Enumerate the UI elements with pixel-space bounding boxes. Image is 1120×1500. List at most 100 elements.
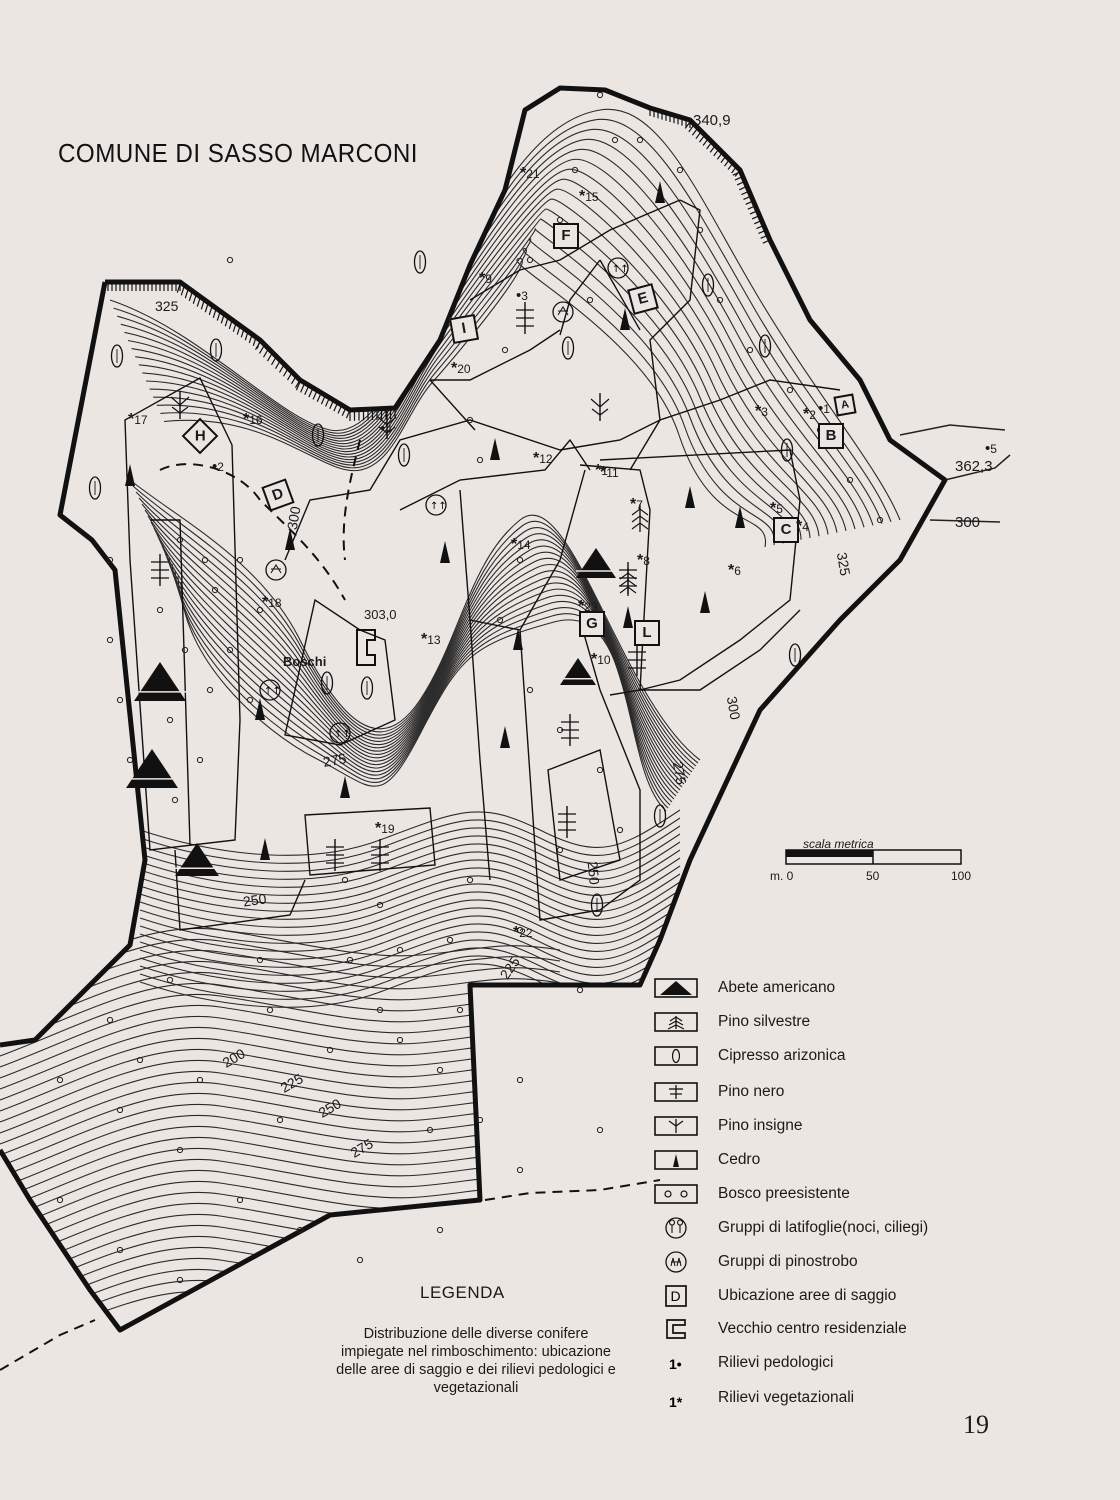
- bosco-dot: [181, 646, 189, 654]
- bosco-dot: [196, 756, 204, 764]
- vegetation-survey-point: *9: [479, 270, 492, 288]
- bosco-dot: [236, 556, 244, 564]
- bosco-dot: [516, 1166, 524, 1174]
- bosco-dot: [571, 166, 579, 174]
- svg-text:↑↑: ↑↑: [264, 686, 281, 697]
- bosco-dot: [166, 716, 174, 724]
- survey-star-icon: *: [755, 403, 762, 420]
- bosco-dot: [256, 956, 264, 964]
- cipresso-icon: [311, 423, 325, 447]
- cipresso-icon: [561, 336, 575, 360]
- pino-insigne-icon: [652, 1114, 700, 1138]
- bosco-dot: [296, 1226, 304, 1234]
- bosco-dot: [176, 1276, 184, 1284]
- bosco-dot: [466, 876, 474, 884]
- vegetation-survey-point: *1: [595, 462, 608, 480]
- cedro-icon: [623, 606, 633, 628]
- contour-label: 250: [242, 890, 268, 910]
- bosco-dot: [346, 956, 354, 964]
- cedro-icon: [655, 181, 665, 203]
- bosco-dot: [526, 256, 534, 264]
- bosco-dot: [596, 91, 604, 99]
- bosco-dot: [211, 586, 219, 594]
- bosco-dot: [516, 1076, 524, 1084]
- survey-star-icon: *: [375, 820, 382, 837]
- cedro-icon: [125, 464, 135, 486]
- legend-label: Ubicazione aree di saggio: [718, 1287, 897, 1304]
- survey-number: 20: [457, 362, 471, 376]
- legend-label: Bosco preesistente: [718, 1185, 850, 1202]
- survey-star-icon: *: [128, 411, 135, 428]
- svg-text:D: D: [671, 1288, 681, 1304]
- centro-residenziale-icon: [652, 1317, 700, 1341]
- bosco-dot: [106, 636, 114, 644]
- scale-tick-50: 50: [866, 869, 880, 883]
- survey-star-icon: *: [421, 631, 428, 648]
- rilievo-vegetazionale-icon: 1*: [652, 1386, 700, 1410]
- cipresso-icon: [788, 643, 802, 667]
- survey-number: 7: [636, 498, 643, 512]
- cedro-icon: [620, 308, 630, 330]
- bosco-dot: [236, 1196, 244, 1204]
- sample-area-g: G: [579, 611, 605, 637]
- vegetation-survey-point: *16: [243, 411, 263, 429]
- property-boundary: [0, 85, 948, 1333]
- bosco-dot: [376, 901, 384, 909]
- latifoglie-icon: [329, 722, 351, 744]
- legend-item: Cipresso arizonica: [652, 1043, 1012, 1069]
- contour-label: 250: [584, 860, 603, 886]
- survey-number: 18: [268, 596, 282, 610]
- bosco-dot: [56, 1196, 64, 1204]
- survey-dot-icon: •: [985, 440, 991, 457]
- survey-number: 3: [761, 405, 768, 419]
- legend-title: LEGENDA: [420, 1283, 505, 1302]
- pedological-survey-point: •4: [380, 420, 392, 437]
- page-number: 19: [963, 1410, 989, 1439]
- cipresso-icon: [320, 671, 334, 695]
- survey-star-icon: *: [600, 464, 607, 481]
- bosco-dot: [576, 986, 584, 994]
- vegetation-survey-point: *8: [637, 552, 650, 570]
- legend-description: Distribuzione delle diverse conifere imp…: [336, 1326, 616, 1396]
- area-saggio-icon: D: [652, 1284, 700, 1308]
- scale-title: scala metrica: [803, 837, 874, 851]
- survey-number: 2: [217, 460, 224, 474]
- abete-americano-icon: [652, 976, 700, 1000]
- bosco-dot: [396, 1036, 404, 1044]
- bosco-dot: [636, 136, 644, 144]
- cedro-icon: [652, 1148, 700, 1172]
- sample-area-f: F: [553, 223, 579, 249]
- survey-number: 9: [485, 272, 492, 286]
- legend-label: Pino silvestre: [718, 1013, 811, 1030]
- vegetation-survey-point: *17: [128, 411, 148, 429]
- bosco-dot: [496, 616, 504, 624]
- abete-americano-icon: [134, 662, 186, 701]
- elevation-label-summit: 340,9: [693, 112, 731, 129]
- cipresso-icon: [590, 893, 604, 917]
- bosco-dot: [256, 606, 264, 614]
- bosco-dot: [106, 1016, 114, 1024]
- vegetation-survey-point: *11: [600, 464, 619, 482]
- cedro-icon: [513, 628, 523, 650]
- pedological-survey-point: •5: [985, 440, 997, 457]
- legend-item: Pino insigne: [652, 1113, 1012, 1139]
- survey-star-icon: *: [513, 924, 520, 941]
- legend-label: Vecchio centro residenziale: [718, 1320, 907, 1337]
- bosco-dot: [226, 646, 234, 654]
- survey-number: 17: [134, 413, 148, 427]
- bosco-dot: [476, 456, 484, 464]
- bosco-dot: [846, 476, 854, 484]
- svg-text:↑↑: ↑↑: [612, 264, 629, 275]
- legend-label: Gruppi di pinostrobo: [718, 1253, 858, 1270]
- bosco-dot: [156, 606, 164, 614]
- bosco-dot: [501, 346, 509, 354]
- survey-star-icon: *: [803, 406, 810, 423]
- rilievo-pedologico-icon: 1•: [652, 1351, 700, 1375]
- bosco-dot: [206, 686, 214, 694]
- legend-item: Bosco preesistente: [652, 1181, 1012, 1207]
- survey-star-icon: *: [637, 552, 644, 569]
- pinostrobo-icon: [265, 559, 287, 581]
- bosco-dot: [126, 756, 134, 764]
- abete-americano-icon: [576, 548, 616, 578]
- bosco-dot: [136, 1056, 144, 1064]
